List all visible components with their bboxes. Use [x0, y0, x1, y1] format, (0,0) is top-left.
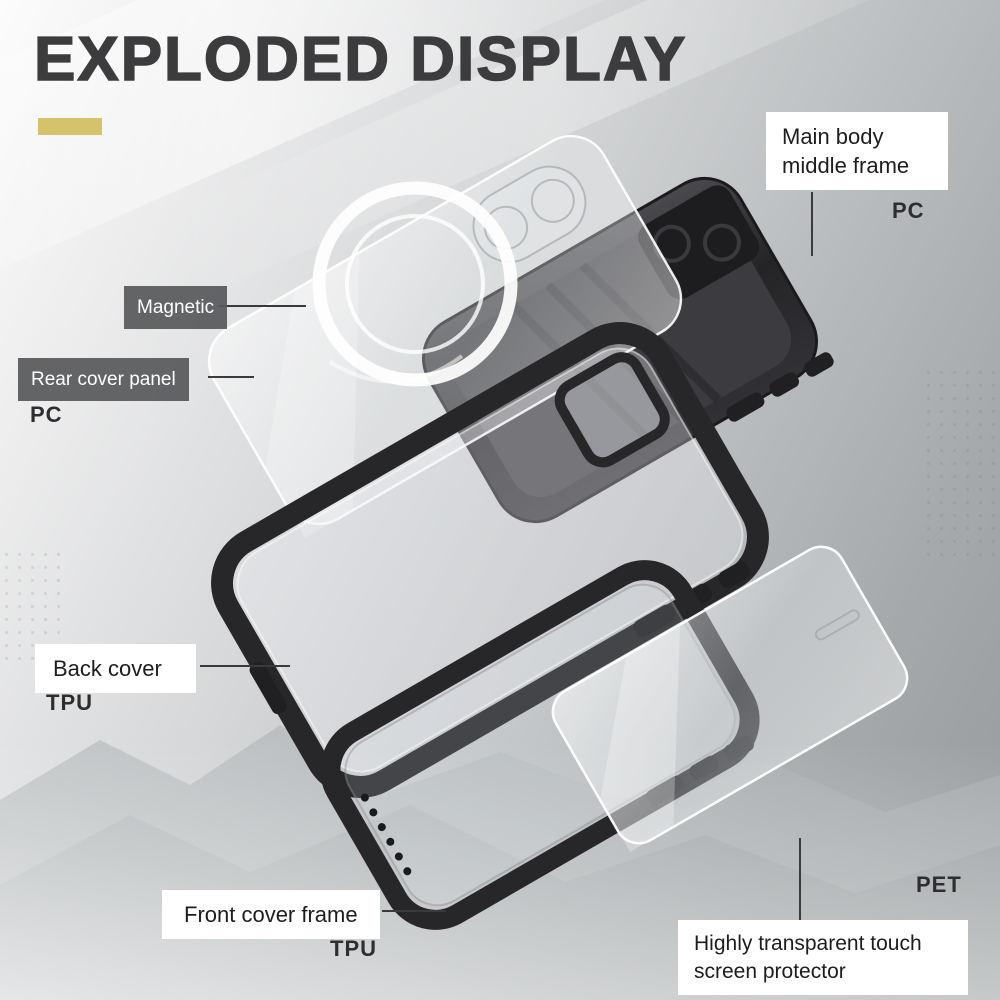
screen-protector-graphic — [551, 545, 909, 852]
back-cover-graphic — [211, 322, 769, 798]
speaker-holes — [360, 793, 412, 876]
callout-label-main-body: Main body middle frame — [766, 112, 948, 191]
callout-label-screen-protector: Highly transparent touch screen protecto… — [678, 920, 968, 996]
callout-lines — [200, 192, 813, 920]
material-label-screen-protector: PET — [916, 872, 962, 897]
material-label-rear-cover: PC — [30, 402, 63, 427]
material-label-back-cover: TPU — [46, 690, 93, 715]
material-label-front-frame: TPU — [330, 936, 377, 961]
callout-label-front-frame: Front cover frame — [162, 890, 380, 940]
camera-cutout — [554, 352, 670, 468]
magnetic-ring-graphic — [312, 181, 518, 387]
callout-label-rear-cover: Rear cover panel — [18, 358, 189, 402]
accent-bar — [38, 118, 102, 135]
callout-label-magnetic: Magnetic — [124, 286, 228, 330]
page-title: EXPLODED DISPLAY — [33, 24, 688, 95]
callout-label-back-cover: Back cover — [35, 644, 196, 694]
material-label-main-body: PC — [892, 198, 925, 223]
side-buttons — [726, 352, 834, 422]
